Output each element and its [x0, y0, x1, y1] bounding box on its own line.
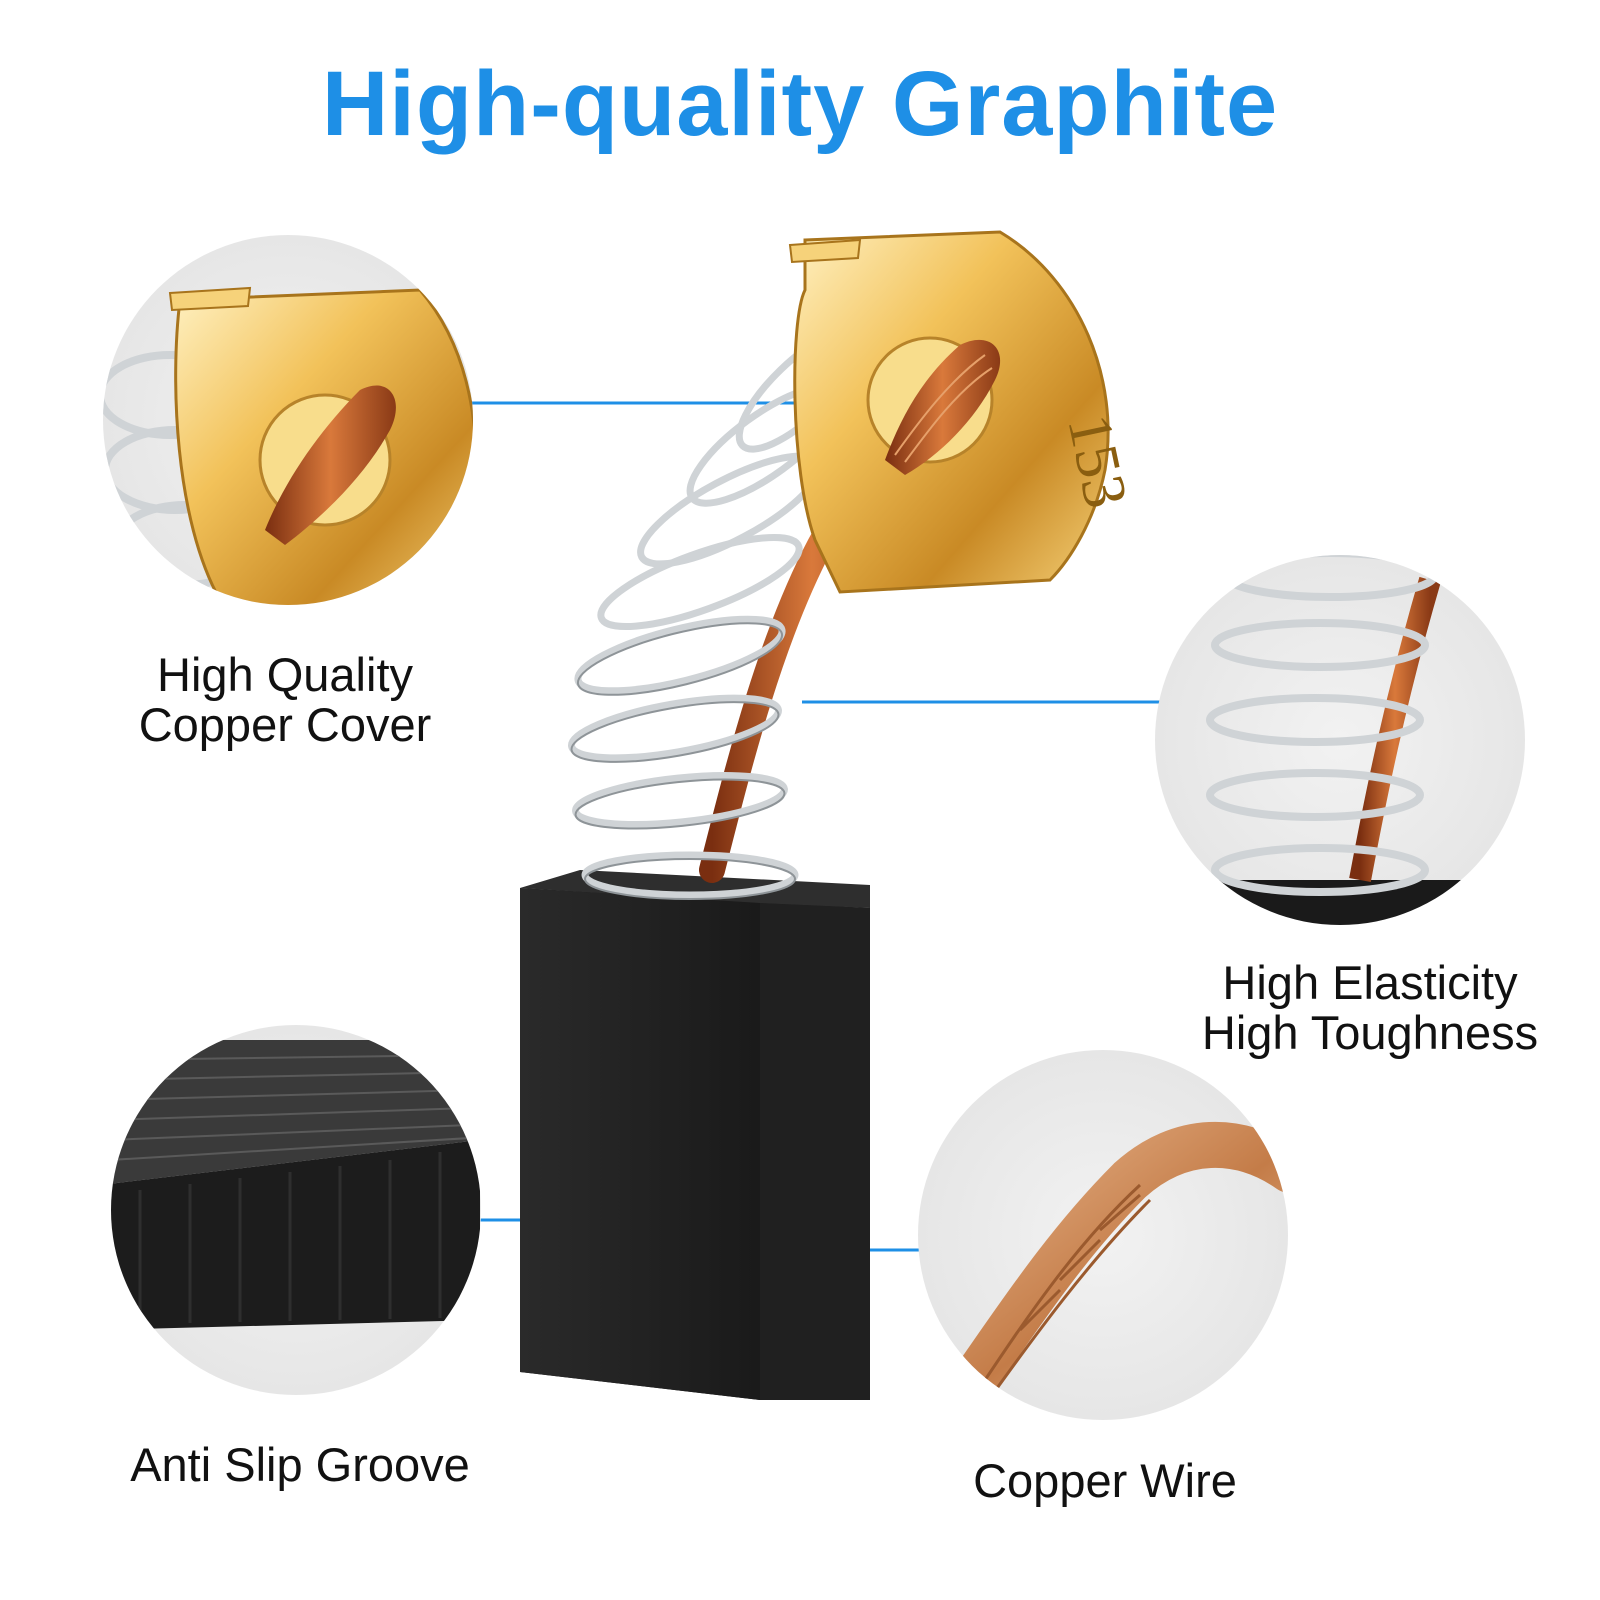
anti-slip-closeup [111, 1025, 481, 1395]
label-elasticity-line2: High Toughness [1201, 1006, 1539, 1059]
carbon-brush-main: 153 [520, 230, 1140, 1400]
label-anti-slip-text: Anti Slip Groove [130, 1438, 470, 1491]
spring-closeup [1155, 555, 1525, 925]
label-anti-slip: Anti Slip Groove [100, 1440, 500, 1490]
label-copper-cover: High Quality Copper Cover [95, 650, 475, 750]
label-elasticity-line1: High Elasticity [1222, 956, 1518, 1009]
label-copper-wire: Copper Wire [930, 1456, 1280, 1506]
copper-wire-closeup [918, 1050, 1288, 1420]
copper-cover-closeup [103, 235, 473, 605]
label-elasticity: High Elasticity High Toughness [1170, 958, 1570, 1058]
label-copper-cover-line2: Copper Cover [138, 698, 432, 751]
label-copper-cover-line1: High Quality [157, 648, 413, 701]
page-title: High-quality Graphite [321, 53, 1279, 155]
label-copper-wire-text: Copper Wire [973, 1454, 1237, 1507]
